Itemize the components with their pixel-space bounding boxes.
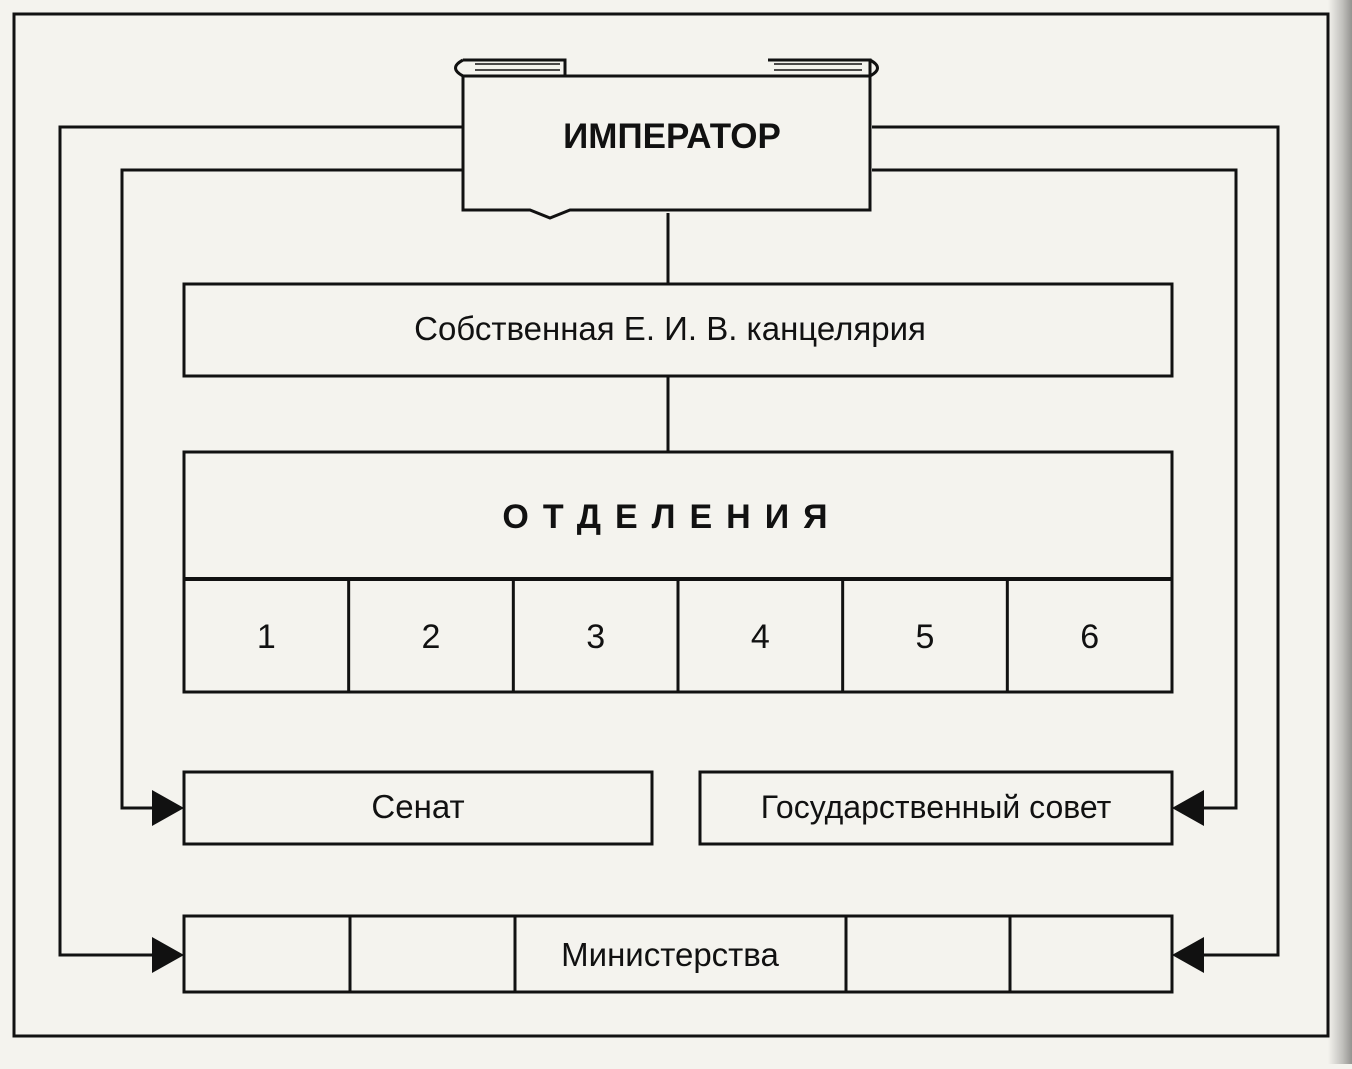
departments-title: ОТДЕЛЕНИЯ bbox=[502, 498, 841, 536]
senate-box bbox=[182, 770, 654, 846]
arrowheads bbox=[152, 790, 1204, 973]
connector-emperor-senate bbox=[120, 168, 463, 817]
department-number: 6 bbox=[1080, 618, 1099, 656]
state-council-label: Государственный совет bbox=[761, 789, 1112, 825]
senate-label: Сенат bbox=[371, 788, 464, 825]
department-number: 2 bbox=[422, 618, 441, 656]
emperor-scroll bbox=[454, 58, 879, 220]
ministries-dividers bbox=[348, 916, 1012, 992]
arrowhead-senate bbox=[152, 790, 184, 826]
department-number: 3 bbox=[586, 618, 605, 656]
department-number: 1 bbox=[257, 618, 276, 656]
arrowhead-ministries-left bbox=[152, 937, 184, 973]
departments-cells: 1 2 3 4 5 6 bbox=[257, 579, 1099, 692]
chancellery-label: Собственная Е. И. В. канцелярия bbox=[414, 310, 926, 347]
page-edge-shadow bbox=[1328, 0, 1352, 1064]
chancellery-box bbox=[182, 282, 1174, 378]
arrowhead-ministries-right bbox=[1172, 937, 1204, 973]
emperor-label: ИМПЕРАТОР bbox=[563, 117, 781, 156]
connector-emperor-state-council bbox=[872, 168, 1238, 817]
state-council-box bbox=[698, 770, 1174, 846]
outer-frame bbox=[12, 12, 1330, 1038]
department-number: 5 bbox=[916, 618, 935, 656]
department-number: 4 bbox=[751, 618, 770, 656]
arrowhead-state-council bbox=[1172, 790, 1204, 826]
ministries-label: Министерства bbox=[561, 936, 779, 973]
connector-emperor-ministries-left bbox=[58, 125, 463, 964]
connector-emperor-ministries-right bbox=[872, 125, 1280, 964]
